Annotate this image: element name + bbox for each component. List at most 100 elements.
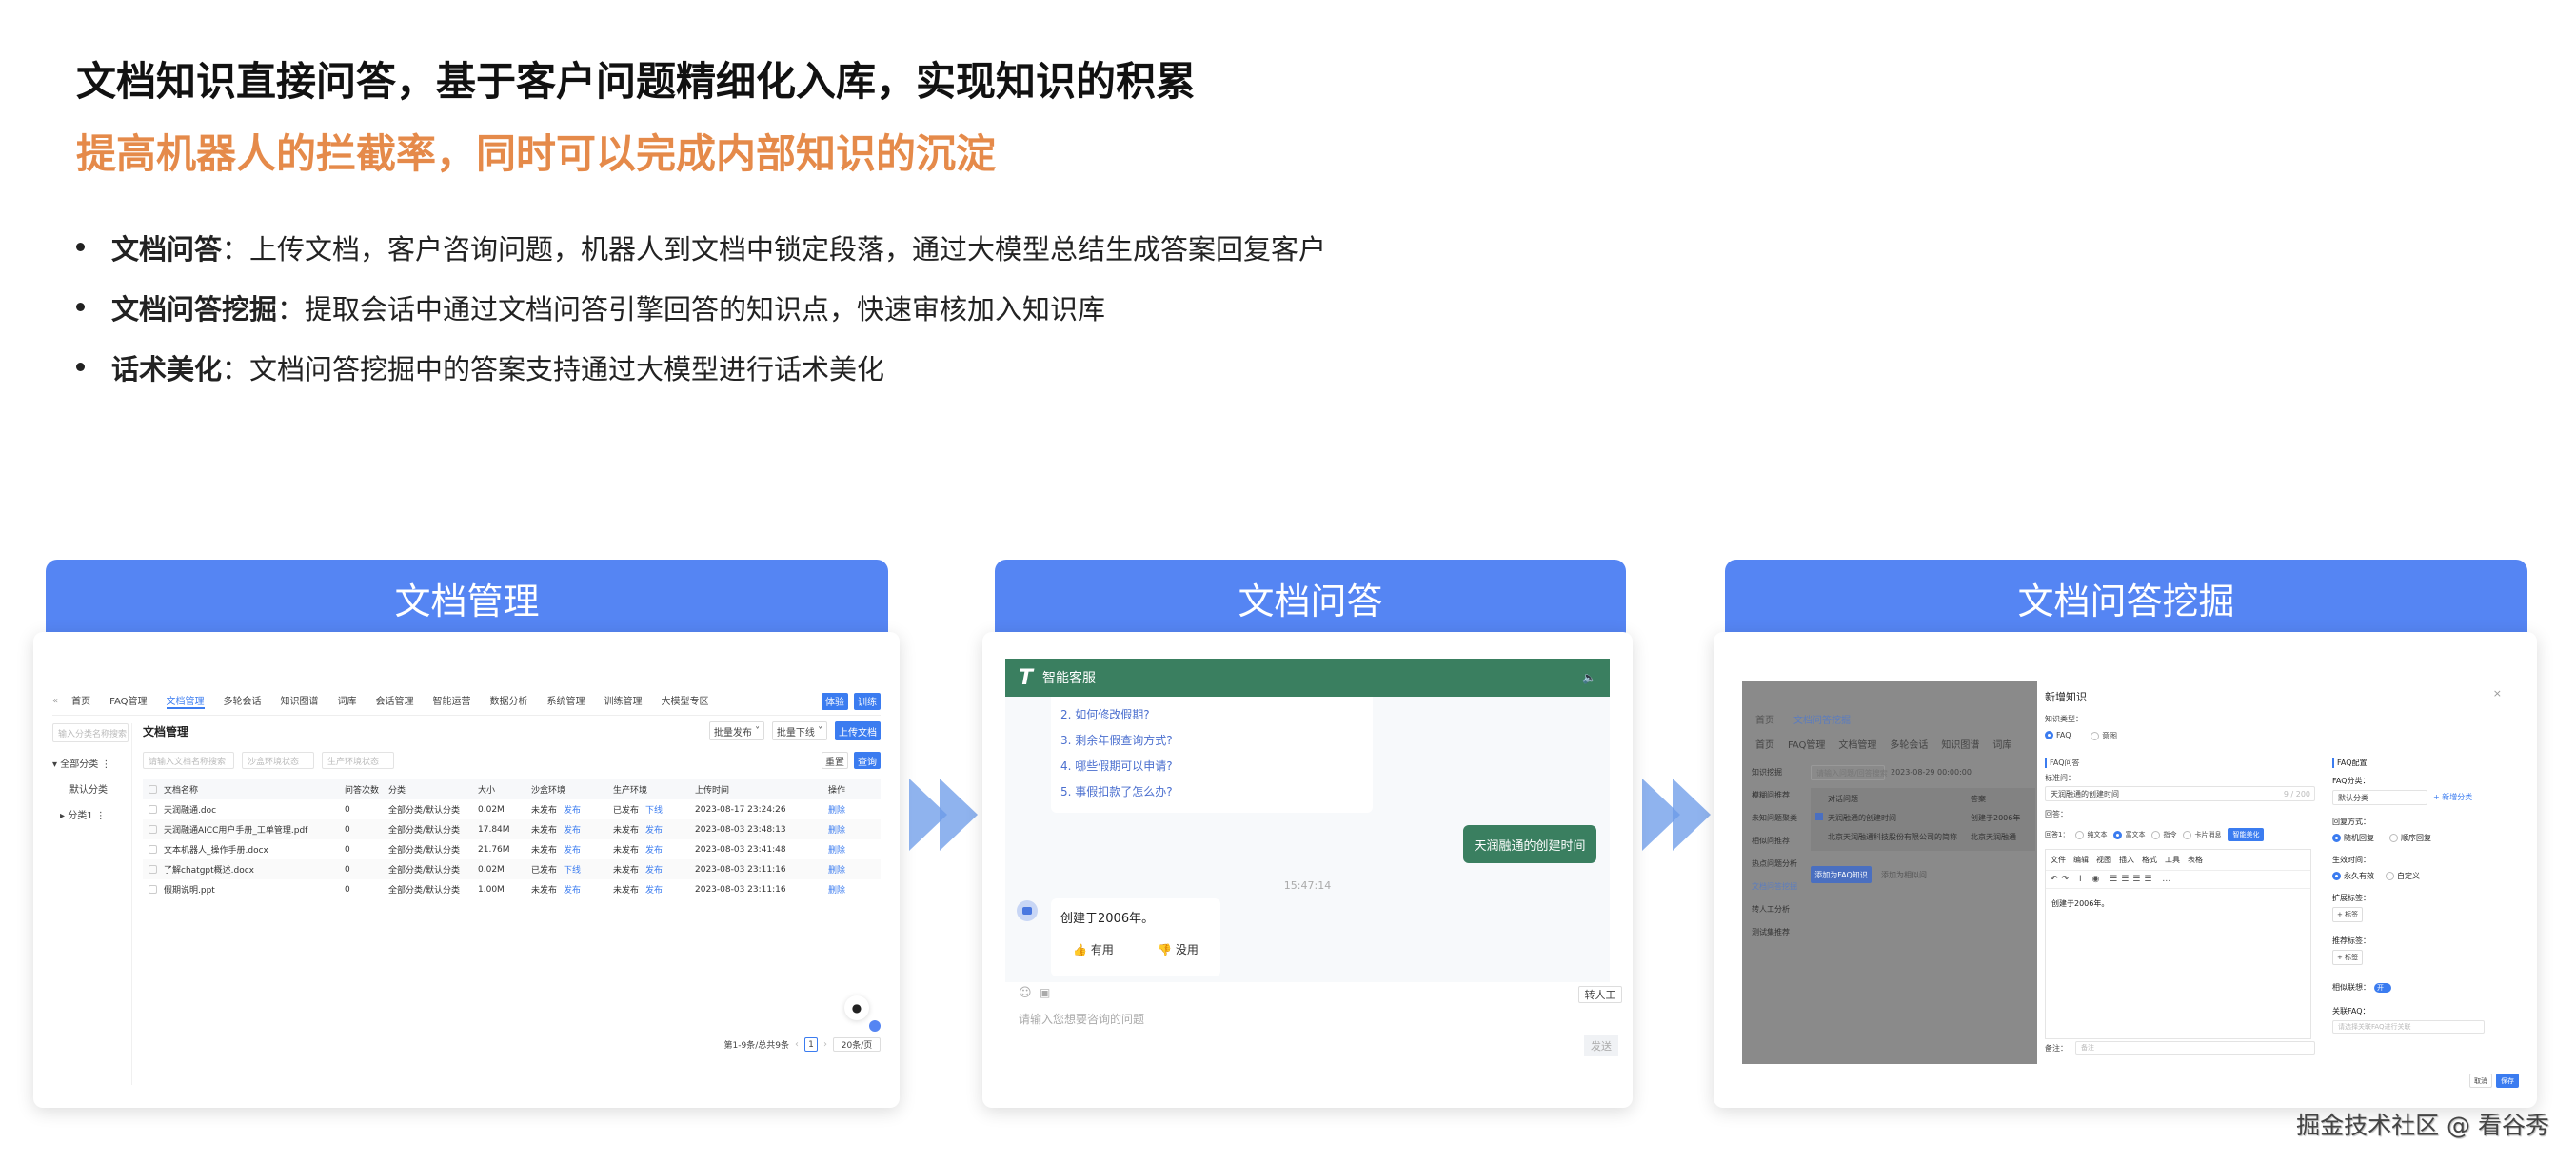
suggestion-link[interactable]: 3. 剩余年假查询方式? [1060,734,1173,747]
publish-action-link[interactable]: 发布 [645,886,664,896]
cell-op[interactable]: 删除 [828,866,846,876]
publish-action-link[interactable]: 发布 [564,826,582,836]
row-checkbox[interactable] [149,865,157,874]
transfer-human-button[interactable]: 转人工 [1578,986,1622,1003]
editor-menu-item[interactable]: 表格 [2188,856,2203,864]
cell-op[interactable]: 删除 [828,886,846,896]
suggestion-link[interactable]: 2. 如何修改假期? [1060,708,1150,721]
help-float-icon[interactable] [869,1020,881,1032]
remark-input[interactable]: 备注 [2075,1041,2315,1055]
nav-item[interactable]: 首页 [1755,740,1774,751]
suggestion-link[interactable]: 4. 哪些假期可以申请? [1060,759,1173,773]
add-similar-button[interactable]: 添加为相似问 [1881,871,1927,879]
nav-item[interactable]: 知识图谱 [280,697,319,707]
effective-forever-radio[interactable]: 永久有效 [2332,871,2374,881]
nav-item[interactable]: 系统管理 [546,697,585,707]
speaker-icon[interactable]: 🔈 [1582,671,1596,684]
editor-menu-item[interactable]: 文件 [2051,856,2066,864]
faq-category-select[interactable]: 默认分类 [2332,790,2427,805]
suggestion-link[interactable]: 5. 事假扣款了怎么办? [1060,785,1173,798]
tree-node[interactable]: 默认分类 [69,785,108,796]
emoji-icon[interactable]: ☺ [1019,986,1032,1000]
save-button[interactable]: 保存 [2496,1074,2519,1088]
add-faq-button[interactable]: 添加为FAQ知识 [1811,866,1872,883]
nav-item[interactable]: 首页 [71,697,91,707]
answer-type-radio[interactable]: 卡片消息 [2183,830,2221,839]
send-button[interactable]: 发送 [1584,1035,1618,1056]
add-rec-tag-button[interactable]: + 标签 [2332,950,2364,965]
row-checkbox[interactable] [149,885,157,894]
next-page-icon[interactable]: › [823,1039,827,1050]
train-button[interactable]: 训练 [854,692,881,710]
close-icon[interactable]: × [2492,687,2502,700]
robot-float-icon[interactable]: ● [844,995,869,1020]
sidebar-item[interactable]: 未知问题聚类 [1752,814,1797,822]
editor-menu-item[interactable]: 工具 [2165,856,2180,864]
answer-type-radio[interactable]: 纯文本 [2075,830,2107,839]
batch-offline-dropdown[interactable]: 批量下线 ˅ [772,721,827,740]
cell-op[interactable]: 删除 [828,806,846,816]
editor-menu-item[interactable]: 格式 [2142,856,2157,864]
collapse-icon[interactable]: « [52,696,59,706]
editor-menu-item[interactable]: 编辑 [2073,856,2089,864]
publish-action-link[interactable]: 发布 [645,826,664,836]
effective-custom-radio[interactable]: 自定义 [2386,871,2420,881]
editor-menu-item[interactable]: 插入 [2119,856,2134,864]
batch-publish-dropdown[interactable]: 批量发布 ˅ [709,721,764,740]
nav-item[interactable]: 多轮会话 [1890,740,1929,751]
nav-item[interactable]: 训练管理 [604,697,643,707]
mining-search-input[interactable]: 请输入问题/回答搜索 [1811,765,1888,780]
publish-action-link[interactable]: 发布 [645,866,664,876]
cell-op[interactable]: 删除 [828,826,846,836]
doc-name-search[interactable]: 请输入文档名称搜索 [143,752,234,769]
editor-toolbar-icons[interactable]: ↶↷ I ◉ ☰☰☰☰ … [2046,871,2310,889]
date-range[interactable]: 2023-08-29 00:00:00 [1891,768,1972,777]
nav-item[interactable]: FAQ管理 [109,697,148,707]
publish-action-link[interactable]: 发布 [564,886,582,896]
nav-item[interactable]: 数据分析 [489,697,528,707]
answer-type-radio[interactable]: 富文本 [2113,830,2145,839]
publish-action-link[interactable]: 发布 [645,846,664,856]
cell-op[interactable]: 删除 [828,846,846,856]
select-all-checkbox[interactable] [149,784,157,794]
new-category-button[interactable]: + 新增分类 [2433,793,2473,801]
nav-item[interactable]: FAQ管理 [1788,740,1826,751]
query-button[interactable]: 查询 [854,752,881,769]
prod-status-select[interactable]: 生产环境状态 [322,752,394,769]
chat-input[interactable]: 请输入您想要咨询的问题 [1019,1013,1145,1026]
tree-node[interactable]: ▸ 分类1 ⋮ [60,811,106,821]
sidebar-item[interactable]: 知识挖掘 [1752,768,1782,777]
image-icon[interactable]: ▣ [1040,986,1051,999]
reply-order-radio[interactable]: 顺序回复 [2389,833,2431,843]
sidebar-item[interactable]: 测试集推荐 [1752,928,1790,936]
tree-search-input[interactable]: 输入分类名称搜索 [52,723,129,742]
answer-type-radio[interactable]: 指令 [2151,830,2176,839]
page-1[interactable]: 1 [804,1037,818,1052]
nav-item[interactable]: 文档管理 [1838,740,1877,751]
nav-item[interactable]: 多轮会话 [223,697,262,707]
sidebar-item[interactable]: 转人工分析 [1752,905,1790,914]
cancel-button[interactable]: 取消 [2469,1074,2492,1088]
nav-item[interactable]: 会话管理 [375,697,414,707]
row-checkbox[interactable] [149,845,157,854]
row-checkbox[interactable] [149,805,157,814]
nav-item[interactable]: 智能运营 [432,697,471,707]
nav-item[interactable]: 词库 [337,697,357,707]
related-faq-input[interactable]: 请选择关联FAQ进行关联 [2332,1020,2485,1034]
sidebar-item[interactable]: 热点问题分析 [1752,859,1797,868]
breadcrumb-item[interactable]: 文档问答挖掘 [1793,716,1851,726]
useful-button[interactable]: 👍 有用 [1073,943,1114,956]
publish-action-link[interactable]: 下线 [645,806,664,816]
nav-item[interactable]: 知识图谱 [1941,740,1980,751]
add-ext-tag-button[interactable]: + 标签 [2332,907,2364,922]
prev-page-icon[interactable]: ‹ [795,1039,799,1050]
reply-random-radio[interactable]: 随机回复 [2332,833,2374,843]
sandbox-status-select[interactable]: 沙盒环境状态 [242,752,314,769]
beautify-button[interactable]: 智能美化 [2228,828,2265,841]
publish-action-link[interactable]: 发布 [564,846,582,856]
